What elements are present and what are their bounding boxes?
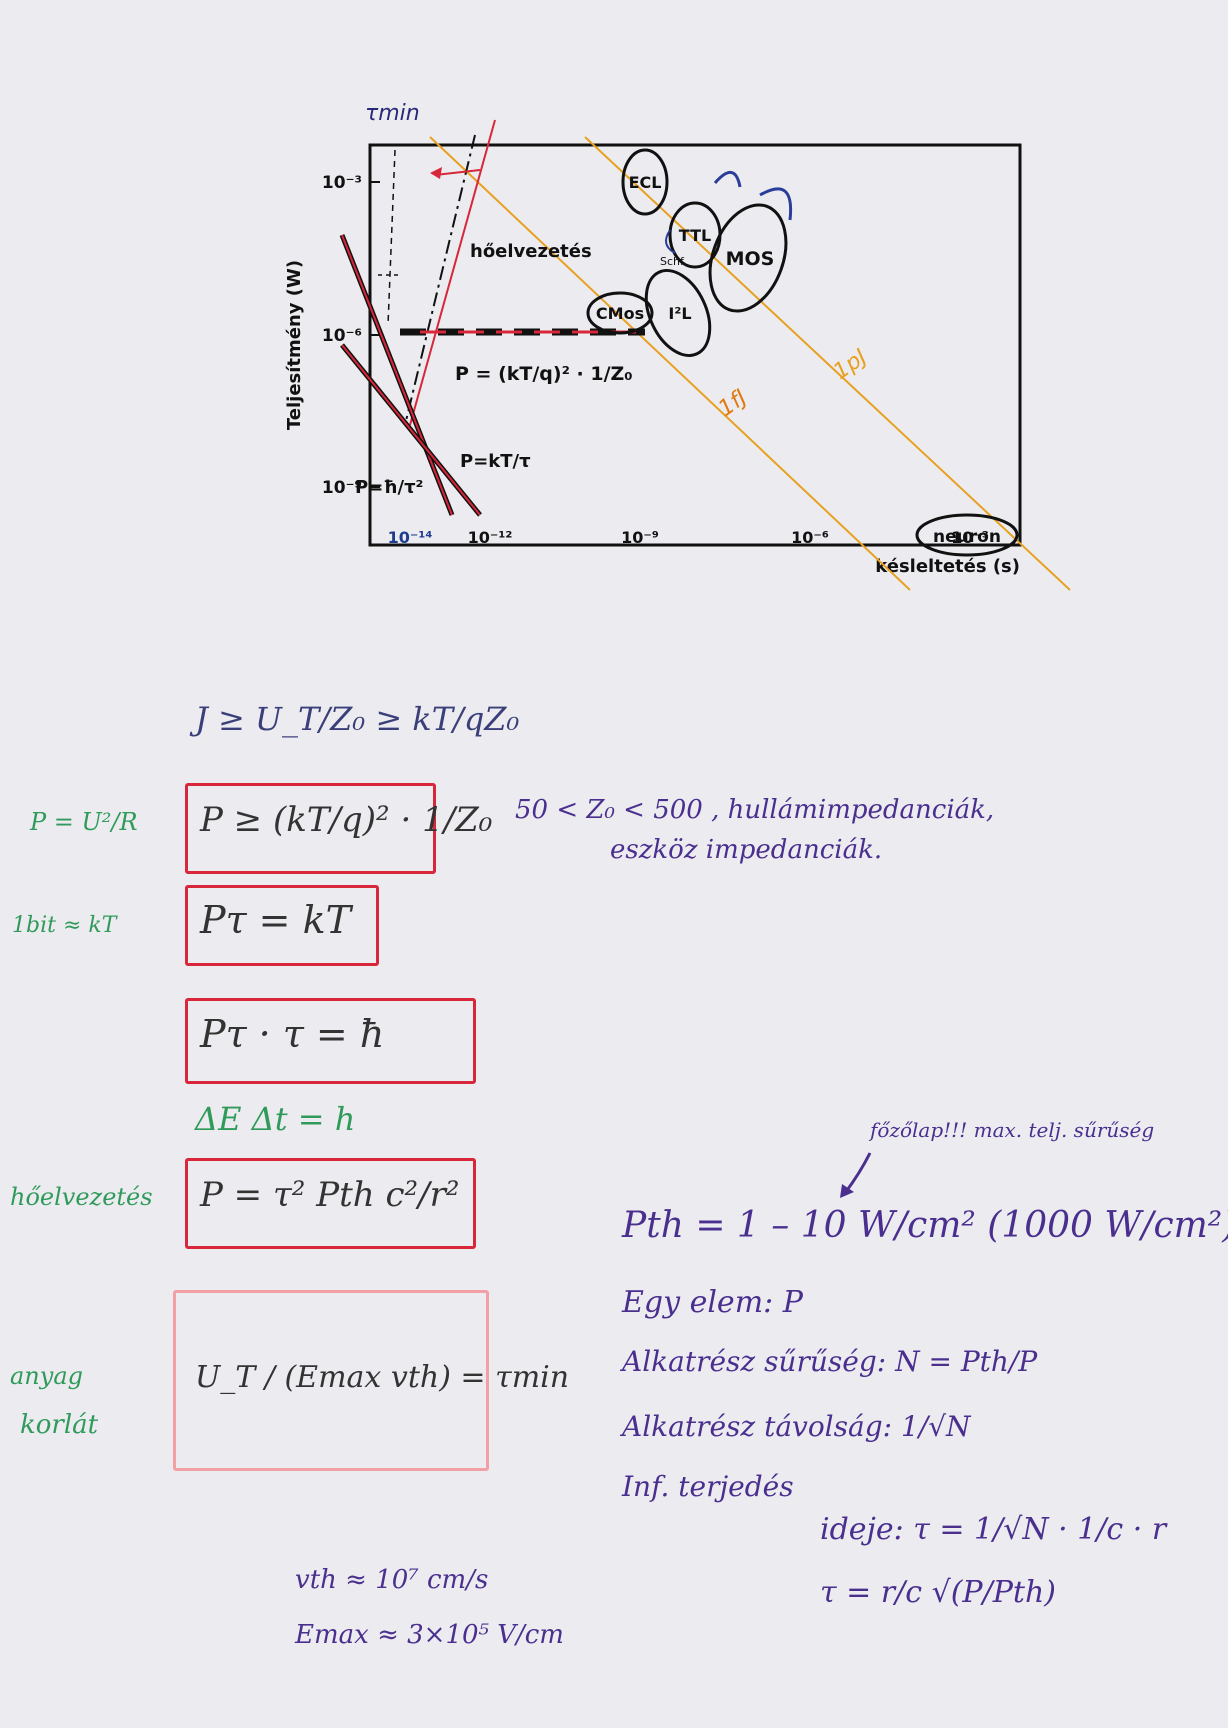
tau-min-line (387, 149, 396, 326)
eq-current: J ≥ U_T/Z₀ ≥ kT/qZ₀ (195, 700, 520, 738)
note-one-element: Egy elem: P (622, 1285, 803, 1320)
note-propagation: Inf. terjedés (622, 1470, 794, 1503)
note-tau-formula: τ = r/c √(P/Pth) (820, 1575, 1056, 1610)
y-tick-label: 10⁻³ (322, 173, 362, 193)
device-label: ECL (629, 173, 662, 192)
device-label: MOS (726, 248, 775, 270)
eq-box-heat (185, 1158, 476, 1249)
device-label: TTL (679, 226, 711, 245)
note-z0-range: 50 < Z₀ < 500 , hullámimpedanciák, (515, 795, 995, 825)
energy-label-1fj: 1fJ (714, 385, 751, 422)
x-tick-label: 10⁻³ (951, 528, 989, 547)
arrow-icon (665, 229, 676, 254)
eq-box-thermal (185, 885, 379, 966)
tau-min-label: τmin (365, 101, 420, 126)
device-label: Schf (660, 255, 685, 268)
note-emax: Emax ≈ 3×10⁵ V/cm (295, 1620, 564, 1650)
energy-line-1fj (429, 136, 911, 591)
note-pth: Pth = 1 – 10 W/cm² (1000 W/cm²) (622, 1205, 1228, 1246)
eq-box-quantum (185, 998, 476, 1084)
heat-conduction-line (409, 119, 496, 426)
note-limit: korlát (20, 1410, 99, 1440)
x-tick-label: 10⁻⁹ (621, 528, 659, 547)
note-material: anyag (10, 1362, 83, 1390)
eq-heat: P = τ² Pth c²/r² (200, 1175, 460, 1215)
thermal-limit-label: P=kT/τ (460, 451, 531, 472)
eq-thermal: Pτ = kT (200, 898, 351, 942)
arrow-icon (759, 187, 793, 221)
device-i2l (644, 269, 712, 357)
device-mos (708, 203, 788, 313)
note-distance: Alkatrész távolság: 1/√N (622, 1410, 971, 1443)
arrow-icon (840, 1152, 872, 1198)
eq-quantum: Pτ · τ = ħ (200, 1012, 385, 1056)
y-tick-label: 10⁻⁹ (322, 478, 362, 498)
note-vth: vth ≈ 10⁷ cm/s (295, 1565, 489, 1595)
quantum-limit-label: P=ħ/τ² (355, 477, 423, 498)
energy-line-1pj (584, 136, 1071, 591)
note-heat: hőelvezetés (10, 1183, 153, 1211)
energy-label-1pj: 1pJ (829, 345, 872, 385)
device-ecl (621, 148, 669, 216)
heat-conduction-label: hőelvezetés (470, 241, 592, 262)
eq-impedance: P ≥ (kT/q)² · 1/Z₀ (200, 800, 493, 840)
note-z0-devices: eszköz impedanciák. (610, 835, 883, 865)
note-propagation-time: ideje: τ = 1/√N · 1/c · r (820, 1512, 1167, 1547)
eq-uncertainty: ΔE Δt = h (195, 1100, 356, 1138)
arrow-icon (713, 171, 742, 188)
y-tick-label: 10⁻⁶ (322, 326, 362, 346)
note-one-bit: 1bit ≈ kT (12, 913, 117, 938)
x-axis-label: késleltetés (s) (875, 556, 1020, 577)
impedance-formula: P = (kT/q)² · 1/Z₀ (455, 363, 633, 385)
x-tick-label: 10⁻⁶ (791, 528, 829, 547)
eq-material: U_T / (Emax vth) = τmin (195, 1360, 570, 1395)
note-hotplate: főzőlap!!! max. telj. sűrűség (870, 1118, 1155, 1142)
x-tick-label: 10⁻¹² (468, 528, 513, 547)
device-cmos (586, 291, 654, 335)
chart-svg: Teljesítmény (W) 10⁻³ 10⁻⁶ 10⁻⁹ 10⁻¹⁴ 10… (284, 101, 1071, 591)
device-label: I²L (668, 304, 691, 323)
eq-box-material (173, 1290, 489, 1471)
device-label: neuron (933, 527, 1001, 547)
eq-box-impedance (185, 783, 436, 874)
plot-frame (368, 143, 1022, 547)
device-neuron (915, 513, 1019, 557)
note-power-formula: P = U²/R (30, 808, 138, 836)
y-axis-label: Teljesítmény (W) (284, 260, 305, 430)
heat-conduction-dashdot (404, 134, 476, 426)
device-label: CMos (596, 304, 644, 323)
x-tick-label: 10⁻¹⁴ (388, 528, 433, 547)
power-delay-chart: Teljesítmény (W) 10⁻³ 10⁻⁶ 10⁻⁹ 10⁻¹⁴ 10… (270, 95, 1110, 635)
note-density: Alkatrész sűrűség: N = Pth/P (622, 1345, 1038, 1378)
